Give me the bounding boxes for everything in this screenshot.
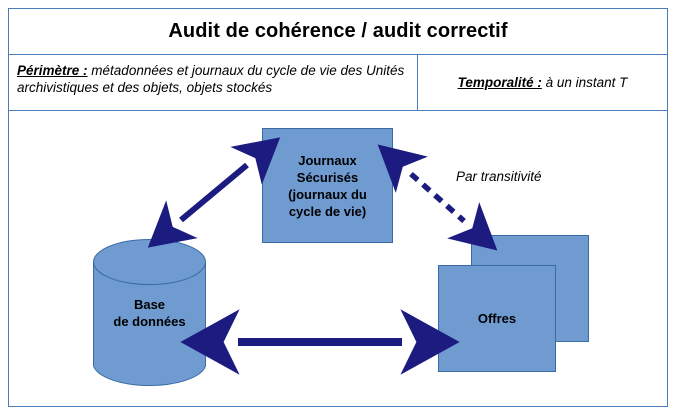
- temporalite-cell: Temporalité : à un instant T: [418, 55, 667, 110]
- database-label: Base de données: [113, 297, 186, 329]
- temporalite-line: Temporalité : à un instant T: [458, 74, 628, 91]
- offres-label: Offres: [477, 311, 517, 326]
- perimetre-line: Périmètre : métadonnées et journaux du c…: [17, 62, 409, 96]
- title-row: Audit de cohérence / audit correctif: [9, 9, 667, 55]
- diagram-canvas: Base de données Journaux Sécurisés (jour…: [9, 111, 667, 406]
- temporalite-label: Temporalité :: [457, 75, 542, 90]
- page-title: Audit de cohérence / audit correctif: [168, 20, 508, 42]
- perimetre-label: Périmètre :: [17, 63, 88, 78]
- arrow-database-journaux: [147, 137, 281, 248]
- perimetre-value: métadonnées et journaux du cycle de vie …: [17, 63, 405, 95]
- temporalite-value: à un instant T: [541, 75, 628, 90]
- journaux-securises-node: Journaux Sécurisés (journaux du cycle de…: [262, 128, 393, 243]
- offres-front-square: Offres: [438, 265, 556, 372]
- perimetre-cell: Périmètre : métadonnées et journaux du c…: [9, 55, 418, 110]
- journaux-securises-label: Journaux Sécurisés (journaux du cycle de…: [288, 152, 367, 219]
- database-cylinder-shape: [93, 239, 206, 387]
- transitivite-annotation: Par transitivité: [456, 169, 542, 184]
- diagram-frame: Audit de cohérence / audit correctif Pér…: [8, 8, 668, 407]
- metadata-row: Périmètre : métadonnées et journaux du c…: [9, 55, 667, 111]
